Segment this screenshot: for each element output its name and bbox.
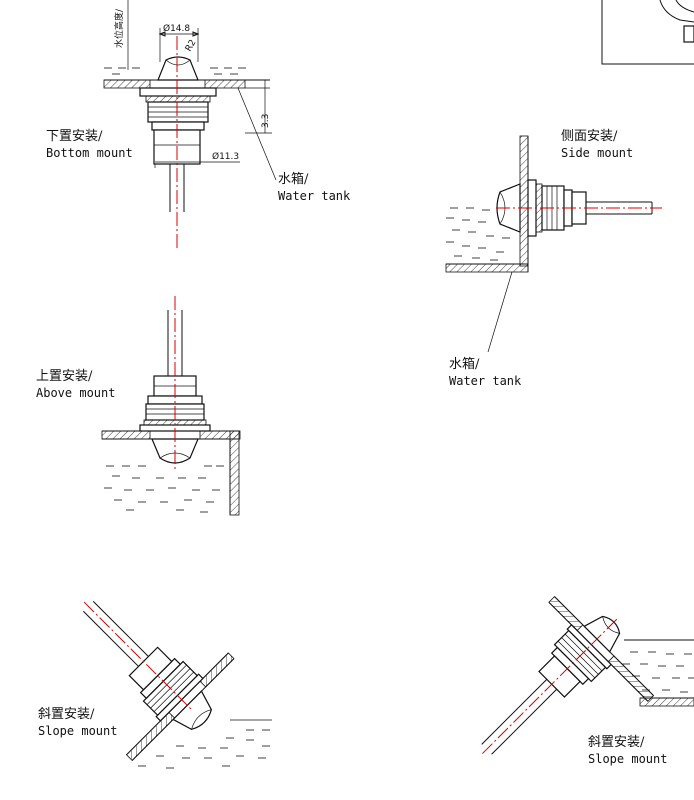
label-tank1-en: Water tank: [278, 189, 351, 203]
dim-d148: Ø14.8: [163, 23, 190, 34]
label-slope2-zh: 斜置安装/: [588, 735, 645, 750]
side-mount-drawing: 侧面安装/ Side mount 水箱/ Water tank: [445, 129, 662, 388]
top-right-partial-drawing: [601, 0, 694, 65]
slope-mount-right-drawing: 斜置安装/ Slope mount: [480, 596, 694, 766]
water-level-label: 水位高度/: [113, 8, 125, 48]
label-slope1-zh: 斜置安装/: [38, 707, 95, 722]
label-bottom-en: Bottom mount: [46, 146, 133, 160]
slope-mount-left-drawing: 斜置安装/ Slope mount: [38, 601, 272, 769]
dim-r2: R2: [184, 38, 199, 53]
bottom-mount-drawing: 水位高度/ Ø14.8 R2 3.3: [46, 0, 351, 248]
leader-tank1: [237, 87, 277, 181]
label-above-en: Above mount: [36, 386, 115, 400]
leader-tank2: [487, 271, 513, 353]
water-surface-bottom: [104, 67, 246, 75]
label-side-zh: 侧面安装/: [561, 129, 618, 144]
label-tank2-en: Water tank: [449, 374, 522, 388]
label-tank2-zh: 水箱/: [449, 356, 480, 372]
label-slope1-en: Slope mount: [38, 724, 117, 738]
dim-d33: 3.3: [261, 114, 271, 128]
label-above-zh: 上置安装/: [36, 369, 93, 384]
label-tank1-zh: 水箱/: [278, 171, 309, 187]
label-slope2-en: Slope mount: [588, 752, 667, 766]
dim-d113: Ø11.3: [212, 151, 239, 162]
label-side-en: Side mount: [561, 146, 633, 160]
label-bottom-zh: 下置安装/: [46, 129, 103, 144]
above-mount-drawing: 上置安装/ Above mount: [36, 296, 241, 516]
